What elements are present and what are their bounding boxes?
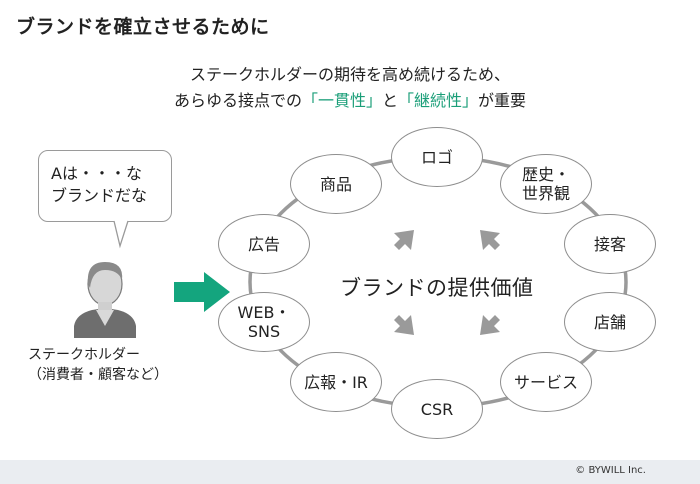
footer: © BYWILL Inc. bbox=[0, 460, 700, 484]
speech-bubble-tail-icon bbox=[113, 220, 129, 249]
stakeholder-line-1: ステークホルダー bbox=[28, 347, 140, 363]
touchpoint-service: サービス bbox=[500, 352, 592, 412]
subtitle-suffix: が重要 bbox=[478, 91, 527, 110]
subtitle-line-1: ステークホルダーの期待を高め続けるため、 bbox=[189, 65, 510, 84]
touchpoint-store: 店舗 bbox=[564, 292, 656, 352]
arrow-upper-right-icon bbox=[480, 230, 500, 250]
stakeholder-person-icon bbox=[74, 262, 136, 338]
touchpoint-advertising: 広告 bbox=[218, 214, 310, 274]
subtitle-mid: と bbox=[381, 91, 398, 110]
subtitle-line-2: あらゆる接点での「一貫性」と「継続性」が重要 bbox=[0, 88, 700, 114]
speech-bubble: Aは・・・な ブランドだな bbox=[38, 150, 172, 222]
page-title: ブランドを確立させるために bbox=[16, 16, 270, 38]
right-arrow-icon bbox=[174, 272, 230, 312]
touchpoint-csr: CSR bbox=[391, 379, 483, 439]
touchpoint-logo: ロゴ bbox=[391, 127, 483, 187]
arrow-upper-left-icon bbox=[394, 230, 414, 250]
subtitle-prefix: あらゆる接点での bbox=[173, 91, 302, 110]
copyright: © BYWILL Inc. bbox=[575, 465, 646, 476]
touchpoint-product: 商品 bbox=[290, 154, 382, 214]
subtitle: ステークホルダーの期待を高め続けるため、 あらゆる接点での「一貫性」と「継続性」… bbox=[0, 62, 700, 114]
touchpoint-web-sns: WEB・ SNS bbox=[218, 292, 310, 352]
touchpoint-pr-ir: 広報・IR bbox=[290, 352, 382, 412]
stakeholder-line-2: （消費者・顧客など） bbox=[28, 367, 168, 383]
speech-line-2: ブランドだな bbox=[51, 186, 148, 205]
stakeholder-label: ステークホルダー （消費者・顧客など） bbox=[28, 345, 188, 385]
consistency-highlight: 「一貫性」 bbox=[301, 91, 382, 110]
continuity-highlight: 「継続性」 bbox=[398, 91, 479, 110]
brand-value-label: ブランドの提供価値 bbox=[340, 276, 534, 300]
arrow-lower-right-icon bbox=[480, 315, 500, 335]
touchpoint-service-hospitality: 接客 bbox=[564, 214, 656, 274]
arrow-lower-left-icon bbox=[394, 315, 414, 335]
speech-line-1: Aは・・・な bbox=[51, 164, 142, 183]
touchpoint-history: 歴史・ 世界観 bbox=[500, 154, 592, 214]
